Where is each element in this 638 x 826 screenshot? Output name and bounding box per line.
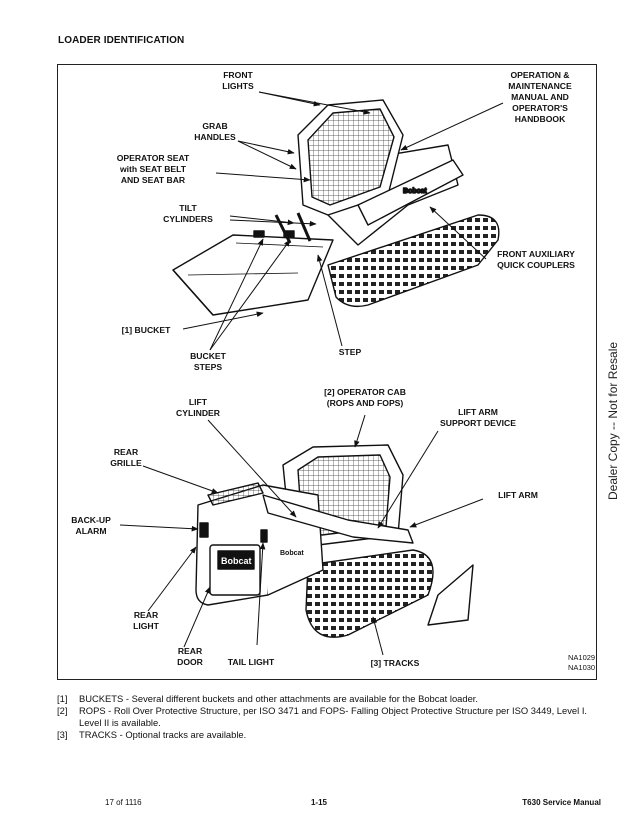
callout-bucket-steps: BUCKET STEPS [190,351,227,372]
callout-tilt-cylinders: TILT CYLINDERS [163,203,213,224]
svg-text:OPERATION &: OPERATION & [510,70,569,80]
note-item: [2] ROPS - Roll Over Protective Structur… [57,705,597,729]
page-count: 17 of 1116 [105,798,142,807]
svg-text:(ROPS AND FOPS): (ROPS AND FOPS) [327,398,404,408]
manual-name: T630 Service Manual [522,798,601,807]
dealer-watermark: Dealer Copy -- Not for Resale [606,341,620,500]
svg-text:SUPPORT DEVICE: SUPPORT DEVICE [440,418,516,428]
svg-text:STEP: STEP [339,347,362,357]
leader-lines [119,91,504,656]
callout-lift-arm: LIFT ARM [498,490,538,500]
note-text: ROPS - Roll Over Protective Structure, p… [79,705,588,728]
callout-step: STEP [339,347,362,357]
svg-text:MANUAL AND: MANUAL AND [511,92,569,102]
svg-text:OPERATOR SEAT: OPERATOR SEAT [117,153,190,163]
svg-text:CYLINDERS: CYLINDERS [163,214,213,224]
figure-codes: NA1029 NA1030 [568,653,595,672]
svg-text:[2] OPERATOR CAB: [2] OPERATOR CAB [324,387,406,397]
svg-text:CYLINDER: CYLINDER [176,408,221,418]
note-number: [1] [57,693,68,704]
callout-rear-door: REAR DOOR [177,646,204,667]
loader-illustration: Bobcat Bobcat Bobcat [71,70,595,672]
svg-text:with SEAT BELT: with SEAT BELT [119,164,187,174]
note-number: [2] [57,705,68,716]
loader-identification-figure: Bobcat Bobcat Bobcat [57,64,597,680]
svg-text:HANDBOOK: HANDBOOK [515,114,566,124]
note-text: TRACKS - Optional tracks are available. [79,729,247,740]
rear-view-loader: Bobcat Bobcat [195,444,474,638]
note-item: [1] BUCKETS - Several different buckets … [57,693,597,705]
note-number: [3] [57,729,68,740]
svg-text:LIFT ARM: LIFT ARM [498,490,538,500]
svg-text:LIFT: LIFT [189,397,208,407]
side-logo: Bobcat [280,550,304,557]
svg-text:GRILLE: GRILLE [110,458,142,468]
callout-rear-grille: REAR GRILLE [110,447,142,468]
svg-text:OPERATOR'S: OPERATOR'S [512,103,568,113]
svg-text:LIFT ARM: LIFT ARM [458,407,498,417]
svg-text:QUICK COUPLERS: QUICK COUPLERS [497,260,575,270]
rear-logo: Bobcat [221,556,252,566]
svg-text:REAR: REAR [114,447,139,457]
callout-lift-cylinder: LIFT CYLINDER [176,397,221,418]
svg-text:DOOR: DOOR [177,657,204,667]
callout-rear-light: REAR LIGHT [133,610,160,631]
svg-text:REAR: REAR [178,646,203,656]
svg-text:NA1030: NA1030 [568,663,595,672]
svg-text:AND SEAT BAR: AND SEAT BAR [121,175,186,185]
callout-backup-alarm: BACK-UP ALARM [71,515,111,536]
svg-text:HANDLES: HANDLES [194,132,236,142]
page-title: LOADER IDENTIFICATION [58,35,185,46]
front-view-loader: Bobcat [172,99,500,316]
callout-operator-seat: OPERATOR SEAT with SEAT BELT AND SEAT BA… [117,153,190,185]
svg-text:STEPS: STEPS [194,362,222,372]
svg-text:GRAB: GRAB [202,121,227,131]
callout-operator-cab: [2] OPERATOR CAB (ROPS AND FOPS) [324,387,406,408]
svg-text:FRONT: FRONT [223,70,253,80]
callout-tracks: [3] TRACKS [371,658,420,668]
callout-grab-handles: GRAB HANDLES [194,121,236,142]
svg-text:REAR: REAR [134,610,159,620]
callout-bucket: [1] BUCKET [122,325,171,335]
callout-front-auxiliary: FRONT AUXILIARY QUICK COUPLERS [497,249,575,270]
callout-lift-arm-support: LIFT ARM SUPPORT DEVICE [440,407,516,428]
svg-text:BUCKET: BUCKET [190,351,227,361]
callout-operation-manual: OPERATION & MAINTENANCE MANUAL AND OPERA… [508,70,572,124]
svg-text:FRONT AUXILIARY: FRONT AUXILIARY [497,249,575,259]
svg-text:MAINTENANCE: MAINTENANCE [508,81,572,91]
svg-text:[3] TRACKS: [3] TRACKS [371,658,420,668]
svg-text:LIGHTS: LIGHTS [222,81,254,91]
svg-text:NA1029: NA1029 [568,653,595,662]
note-item: [3] TRACKS - Optional tracks are availab… [57,729,597,741]
page-number: 1-15 [310,798,327,807]
front-logo: Bobcat [403,188,427,195]
callout-front-lights: FRONT LIGHTS [222,70,254,91]
svg-text:TILT: TILT [179,203,197,213]
notes-list: [1] BUCKETS - Several different buckets … [57,693,597,741]
callout-tail-light: TAIL LIGHT [228,657,275,667]
svg-text:BACK-UP: BACK-UP [71,515,111,525]
svg-text:[1] BUCKET: [1] BUCKET [122,325,171,335]
svg-text:TAIL LIGHT: TAIL LIGHT [228,657,275,667]
note-text: BUCKETS - Several different buckets and … [79,693,479,704]
svg-text:ALARM: ALARM [75,526,106,536]
svg-text:LIGHT: LIGHT [133,621,160,631]
